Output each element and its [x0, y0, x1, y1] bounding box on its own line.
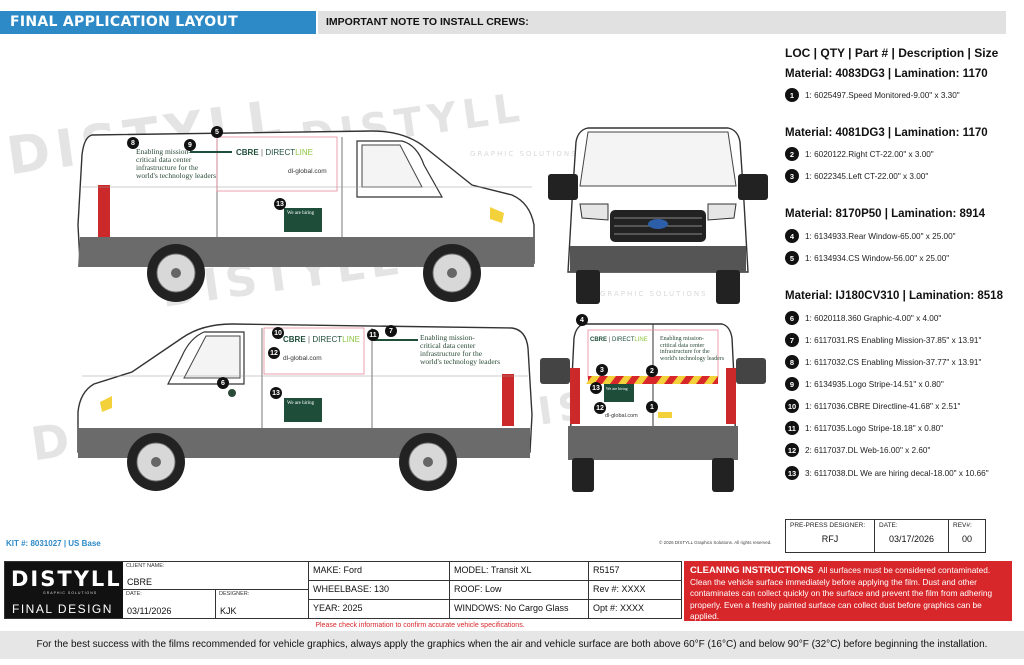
prepress-box: PRE-PRESS DESIGNER: RFJ DATE: 03/17/2026… [785, 519, 986, 553]
van-passenger-side [77, 323, 533, 491]
callout-1: 1 [646, 401, 658, 413]
van-rear-view [540, 323, 766, 492]
callout-4: 4 [576, 314, 588, 326]
install-footer-note: For the best success with the films reco… [0, 631, 1024, 659]
date-cell: DATE: 03/11/2026 [123, 590, 216, 618]
callout-12: 12 [268, 347, 280, 359]
van-driver-side [77, 130, 535, 302]
callout-11: 11 [367, 329, 379, 341]
mission-text-rs: Enabling mission- critical data center i… [420, 333, 501, 366]
material-title: Material: IJ180CV310 | Lamination: 8518 [785, 290, 1003, 302]
web-decal: dl-global.com [283, 355, 322, 362]
windows-cell: WINDOWS: No Cargo Glass [450, 600, 589, 618]
legend-heading: LOC | QTY | Part # | Description | Size [785, 46, 999, 60]
hiring-decal: We are hiring [284, 208, 322, 232]
van-front-view [548, 127, 768, 304]
callout-6: 6 [217, 377, 229, 389]
cleaning-instructions: CLEANING INSTRUCTIONS All surfaces must … [684, 561, 1012, 621]
material-title: Material: 4083DG3 | Lamination: 1170 [785, 68, 988, 80]
callout-5: 5 [211, 126, 223, 138]
wheelbase-cell: WHEELBASE: 130 [309, 581, 450, 600]
r-code-cell: R5157 [589, 562, 681, 581]
opt-cell: Opt #: XXXX [593, 603, 645, 613]
watermark-sub: GRAPHIC SOLUTIONS [600, 290, 708, 298]
prepress-date: DATE: 03/17/2026 [875, 520, 949, 552]
web-decal: dl-global.com [605, 413, 638, 419]
make-cell: MAKE: Ford [309, 562, 450, 581]
model-cell: MODEL: Transit XL [450, 562, 589, 581]
callout-12: 12 [594, 402, 606, 414]
web-decal: dl-global.com [288, 168, 327, 175]
callout-2: 2 [646, 365, 658, 377]
spec-warning: Please check information to confirm accu… [315, 622, 525, 629]
watermark-sub: GRAPHIC SOLUTIONS [470, 150, 578, 158]
copyright: © 2026 DISTYLL Graphics Solutions. All r… [659, 540, 772, 545]
page-title: FINAL APPLICATION LAYOUT [0, 11, 316, 34]
logo-stripe [190, 151, 232, 153]
callout-8: 8 [127, 137, 139, 149]
material-title: Material: 8170P50 | Lamination: 8914 [785, 208, 986, 220]
client-cell: CLIENT NAME: CBRE [123, 562, 309, 590]
designer-cell: DESIGNER: KJK [216, 590, 309, 618]
distyll-logo: DISTYLL GRAPHIC SOLUTIONS FINAL DESIGN [5, 562, 123, 618]
callout-13: 13 [270, 387, 282, 399]
cbre-directline-logo: CBRE | DIRECTLINE [590, 337, 648, 343]
roof-cell: ROOF: Low [450, 581, 589, 600]
callout-9: 9 [184, 139, 196, 151]
prepress-rev: REV#: 00 [953, 522, 972, 544]
hiring-decal: We are hiring [604, 384, 634, 402]
callout-10: 10 [272, 327, 284, 339]
callout-3: 3 [596, 364, 608, 376]
install-note-heading: IMPORTANT NOTE TO INSTALL CREWS: [318, 11, 1006, 34]
callout-13: 13 [590, 382, 602, 394]
logo-stripe [372, 339, 418, 341]
rev-cell: Rev #: XXXX [589, 581, 681, 600]
material-title: Material: 4081DG3 | Lamination: 1170 [785, 127, 988, 139]
year-cell: YEAR: 2025 [309, 600, 450, 618]
callout-13: 13 [274, 198, 286, 210]
hiring-decal: We are hiring [284, 398, 322, 422]
title-block: DISTYLL GRAPHIC SOLUTIONS FINAL DESIGN C… [4, 561, 682, 619]
cbre-directline-logo: CBRE | DIRECTLINE [283, 335, 360, 344]
mission-text-cs: Enabling mission- critical data center i… [136, 147, 217, 180]
prepress-designer: PRE-PRESS DESIGNER: RFJ [786, 520, 875, 552]
mission-text-rear: Enabling mission- critical data center i… [660, 336, 725, 362]
callout-7: 7 [385, 325, 397, 337]
kit-number: KIT #: 8031027 | US Base [6, 539, 101, 548]
cbre-directline-logo: CBRE | DIRECTLINE [236, 148, 313, 157]
